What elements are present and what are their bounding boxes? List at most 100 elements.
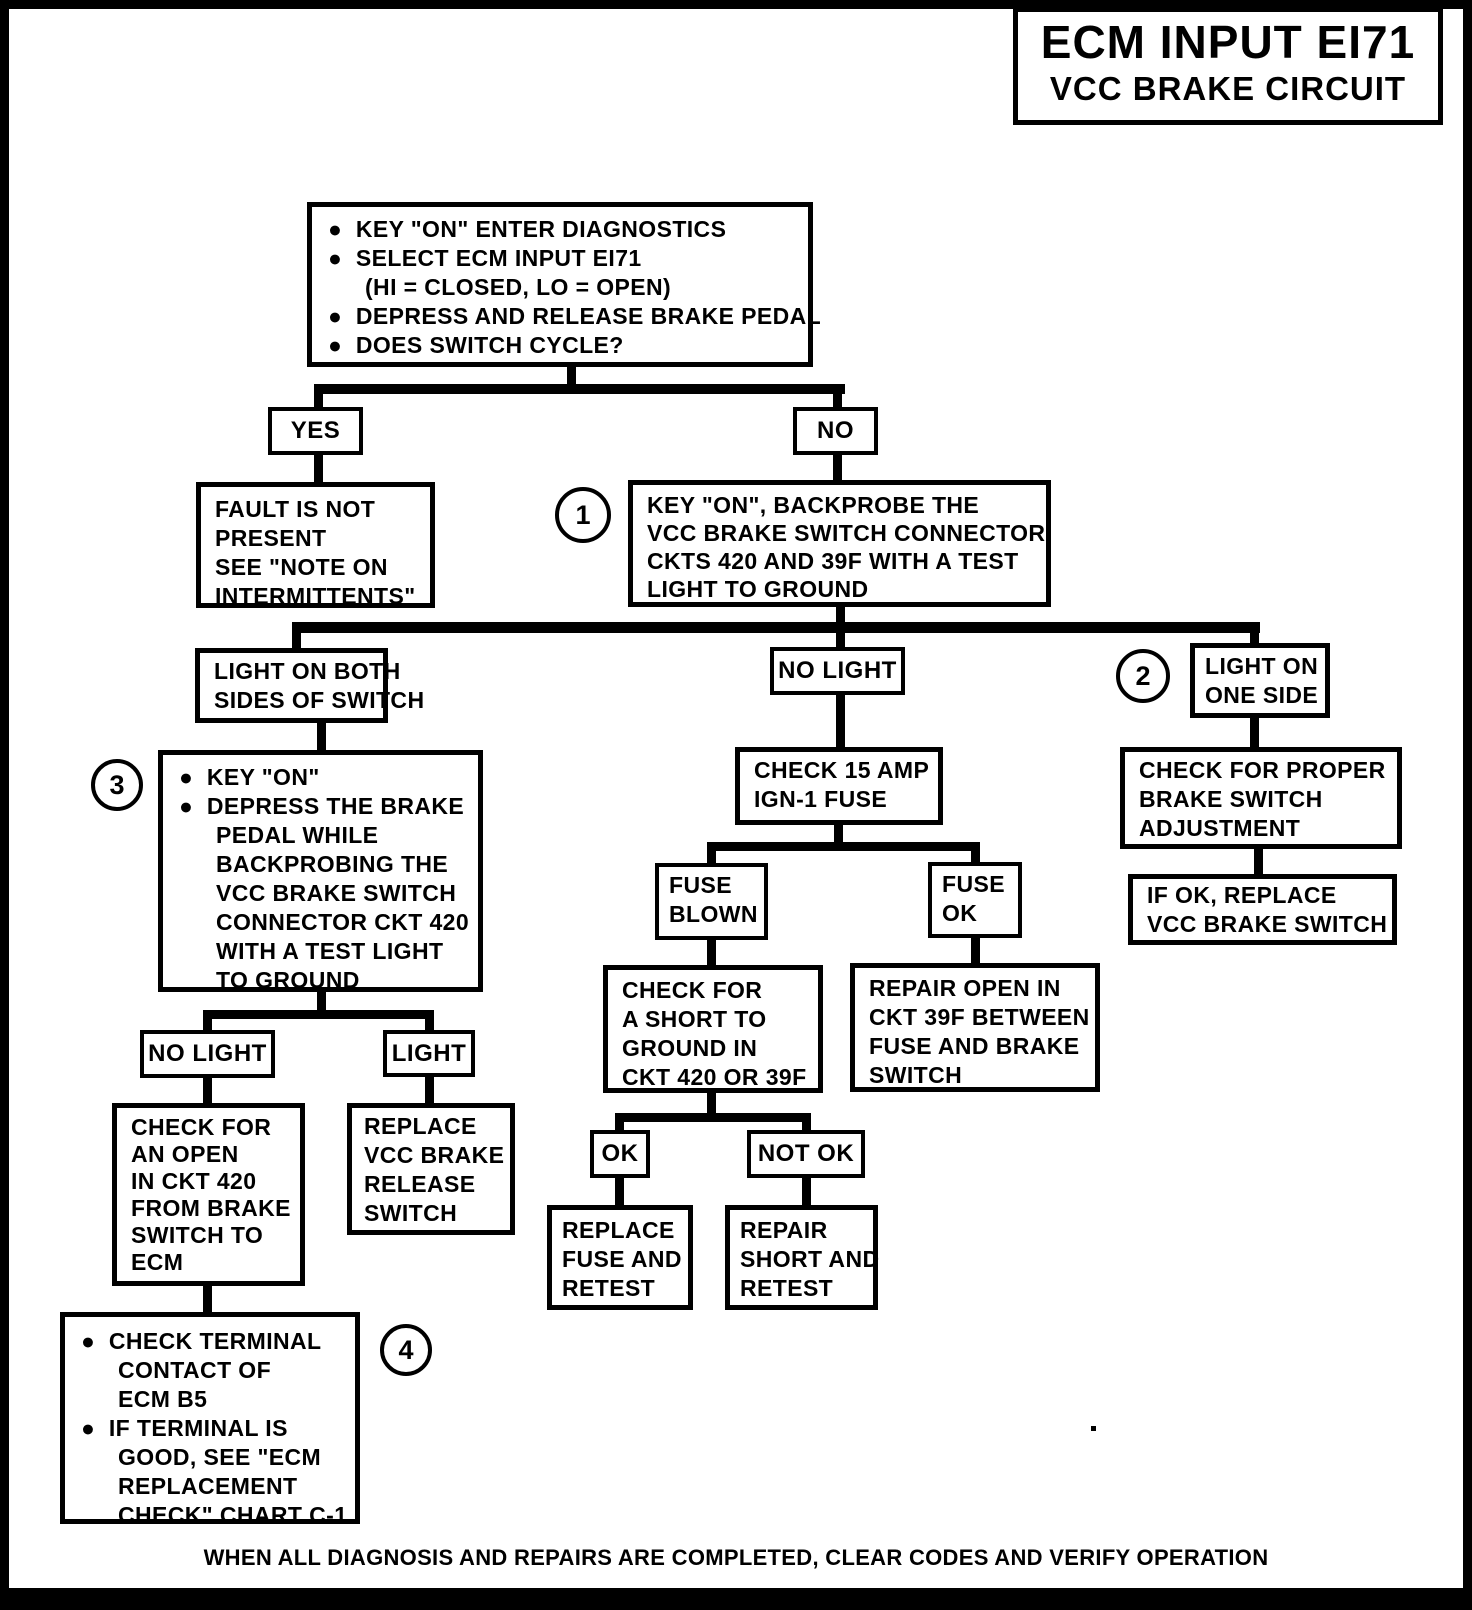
connector-line	[707, 1093, 716, 1113]
connector-line	[1254, 849, 1263, 874]
text-line: SWITCH TO	[131, 1222, 264, 1248]
text-line: CONTACT OF	[118, 1357, 272, 1383]
connector-line	[203, 1078, 212, 1103]
text-line: CHECK FOR PROPER	[1139, 757, 1386, 783]
text-line: FUSE	[669, 872, 732, 898]
node-light-left: LIGHT	[383, 1030, 475, 1077]
connector-line	[836, 695, 845, 747]
text-line: FUSE AND BRAKE	[869, 1033, 1080, 1059]
step-circle-4: 4	[380, 1324, 432, 1376]
connector-line	[314, 455, 323, 482]
node-no: NO	[793, 407, 878, 455]
node-fuse-ok: FUSE OK	[928, 862, 1022, 938]
node-check-brake-switch-adjustment: CHECK FOR PROPER BRAKE SWITCH ADJUSTMENT	[1120, 747, 1402, 849]
text-line: RELEASE	[364, 1171, 476, 1197]
node-light-both-sides: LIGHT ON BOTH SIDES OF SWITCH	[195, 648, 425, 723]
node-no-light-center: NO LIGHT	[770, 647, 905, 695]
step-number: 2	[1135, 660, 1151, 691]
label-text: YES	[290, 417, 341, 444]
text-line: BLOWN	[669, 901, 758, 927]
node-no-light-left: NO LIGHT	[140, 1030, 275, 1078]
step-number: 1	[575, 499, 591, 530]
connector-line	[615, 1178, 624, 1205]
text-line: CKTS 420 AND 39F WITH A TEST	[647, 548, 1019, 574]
label-text: NO LIGHT	[778, 657, 897, 684]
text-line: BRAKE SWITCH	[1139, 786, 1323, 812]
label-text: NO LIGHT	[148, 1040, 267, 1067]
node-check-open-ckt420: CHECK FOR AN OPEN IN CKT 420 FROM BRAKE …	[112, 1103, 305, 1286]
text-line: IF OK, REPLACE	[1147, 882, 1337, 908]
text-line: VCC BRAKE	[364, 1142, 505, 1168]
node-ok: OK	[590, 1130, 650, 1178]
page-title: ECM INPUT EI71	[1040, 16, 1416, 68]
connector-line	[707, 842, 980, 851]
page-subtitle: VCC BRAKE CIRCUIT	[1049, 70, 1407, 107]
text-line: FUSE AND	[562, 1246, 682, 1272]
text-line: ADJUSTMENT	[1139, 815, 1301, 841]
text-line: RETEST	[740, 1275, 834, 1301]
node-replace-vcc-brake-switch: IF OK, REPLACE VCC BRAKE SWITCH	[1128, 874, 1397, 945]
text-line: ● DOES SWITCH CYCLE?	[328, 332, 624, 358]
text-line: CHECK FOR	[622, 977, 763, 1003]
text-line: CKT 39F BETWEEN	[869, 1004, 1090, 1030]
connector-line	[425, 1019, 434, 1030]
node-check-terminal: ● CHECK TERMINAL CONTACT OF ECM B5 ● IF …	[60, 1312, 360, 1528]
text-line: LIGHT ON BOTH	[214, 658, 401, 684]
node-fault-not-present: FAULT IS NOT PRESENT SEE "NOTE ON INTERM…	[196, 482, 435, 609]
connector-line	[314, 384, 323, 407]
text-line: ● KEY "ON" ENTER DIAGNOSTICS	[328, 216, 727, 242]
text-line: ● KEY "ON"	[179, 764, 320, 790]
text-line: SIDES OF SWITCH	[214, 687, 425, 713]
node-fuse-blown: FUSE BLOWN	[655, 863, 768, 940]
text-line: A SHORT TO	[622, 1006, 767, 1032]
connector-line	[292, 633, 301, 648]
connector-line	[833, 455, 842, 480]
label-text: NOT OK	[757, 1140, 855, 1167]
text-line: SEE "NOTE ON	[215, 554, 388, 580]
label-text: OK	[601, 1140, 639, 1167]
connector-line	[567, 367, 576, 385]
text-line: CHECK 15 AMP	[754, 757, 930, 783]
connector-line	[203, 1286, 212, 1312]
step-circle-3: 3	[91, 759, 143, 811]
text-line: VCC BRAKE SWITCH	[1147, 911, 1388, 937]
connector-line	[1250, 718, 1259, 747]
text-line: BACKPROBING THE	[216, 851, 449, 877]
text-line: REPLACEMENT	[118, 1473, 298, 1499]
connector-line	[314, 384, 845, 394]
connector-line	[317, 992, 326, 1010]
connector-line	[203, 1010, 434, 1019]
text-line: VCC BRAKE SWITCH	[216, 880, 457, 906]
connector-line	[971, 938, 980, 963]
node-replace-release-switch: REPLACE VCC BRAKE RELEASE SWITCH	[347, 1103, 515, 1235]
step-circle-2: 2	[1116, 649, 1170, 703]
connector-line	[834, 825, 843, 842]
title-box: ECM INPUT EI71 VCC BRAKE CIRCUIT	[1013, 7, 1443, 125]
node-backprobe-ckt420: ● KEY "ON" ● DEPRESS THE BRAKE PEDAL WHI…	[158, 750, 483, 993]
label-text: LIGHT	[391, 1039, 467, 1067]
text-line: FUSE	[942, 871, 1005, 897]
text-line: OK	[942, 900, 978, 926]
node-check-fuse: CHECK 15 AMP IGN-1 FUSE	[735, 747, 943, 825]
connector-line	[802, 1122, 811, 1130]
text-line: REPAIR OPEN IN	[869, 975, 1061, 1001]
connector-line	[317, 723, 326, 750]
text-line: IN CKT 420	[131, 1168, 257, 1194]
node-backprobe: KEY "ON", BACKPROBE THE VCC BRAKE SWITCH…	[628, 480, 1051, 607]
text-line: ECM B5	[118, 1386, 208, 1412]
connector-line	[707, 940, 716, 965]
text-line: LIGHT ON	[1205, 653, 1319, 679]
text-line: SWITCH	[364, 1200, 458, 1226]
text-line: CHECK FOR	[131, 1114, 272, 1140]
connector-line	[1250, 633, 1259, 643]
text-line: CKT 420 OR 39F	[622, 1064, 807, 1090]
text-line: REPLACE	[562, 1217, 675, 1243]
connector-line	[615, 1113, 811, 1122]
connector-line	[833, 384, 842, 407]
text-line: ● CHECK TERMINAL	[81, 1328, 322, 1354]
node-yes: YES	[268, 407, 363, 455]
text-line: (HI = CLOSED, LO = OPEN)	[365, 274, 672, 300]
text-line: CHECK" CHART C-1	[118, 1502, 348, 1528]
node-start: ● KEY "ON" ENTER DIAGNOSTICS ● SELECT EC…	[307, 202, 821, 367]
text-line: LIGHT TO GROUND	[647, 576, 869, 602]
